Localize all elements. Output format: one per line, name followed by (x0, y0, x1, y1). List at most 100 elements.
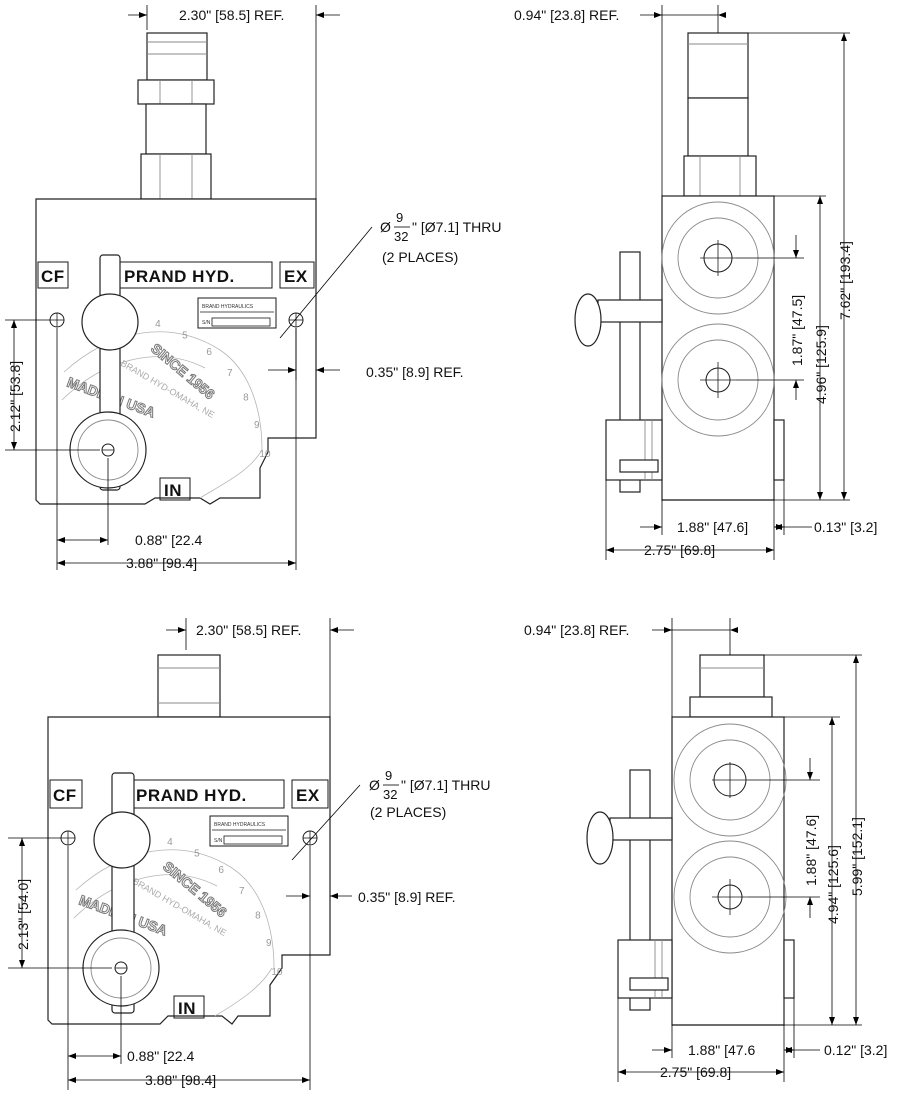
ex-text: EX (284, 267, 308, 286)
svg-text:4.96" [125.9]: 4.96" [125.9] (813, 325, 829, 404)
dim-port-spacing: 1.87" [47.5] (736, 235, 805, 400)
dim-lever-offset-bottom: 1.88" [47.6 (652, 1025, 792, 1058)
fitting-bottom (157, 654, 221, 718)
svg-text:1.87" [47.5]: 1.87" [47.5] (789, 295, 805, 366)
svg-text:Ø: Ø (380, 219, 391, 235)
dim-offset: 0.88" [22.4 (56, 328, 202, 570)
mount-hole-left-bottom (60, 830, 76, 846)
dim-depth-bottom: 2.75" [69.8] (617, 998, 785, 1082)
svg-text:2.30" [58.5] REF.: 2.30" [58.5] REF. (196, 622, 301, 638)
svg-text:S/N: S/N (202, 320, 211, 326)
svg-text:0.88" [22.4: 0.88" [22.4 (135, 532, 202, 548)
dim-width-bottom: 3.88" [98.4] (68, 906, 311, 1090)
svg-text:0.13" [3.2]: 0.13" [3.2] (814, 519, 877, 535)
svg-text:IN: IN (178, 999, 196, 1018)
dim-hole-callout: Ø 9 32 " [Ø7.1] THRU (2 PLACES) (279, 210, 502, 339)
svg-text:32: 32 (383, 787, 397, 802)
svg-text:" [Ø7.1] THRU: " [Ø7.1] THRU (401, 777, 491, 793)
scale-digit: 10 (271, 967, 283, 978)
svg-text:" [Ø7.1] THRU: " [Ø7.1] THRU (412, 219, 502, 235)
svg-text:1.88" [47.6]: 1.88" [47.6] (803, 815, 819, 886)
svg-text:PRAND HYD.: PRAND HYD. (136, 786, 247, 805)
dim-hole-callout-bottom: Ø 9 32 " [Ø7.1] THRU (2 PLACES) (291, 768, 491, 861)
svg-text:0.94" [23.8] REF.: 0.94" [23.8] REF. (524, 622, 629, 638)
svg-text:9: 9 (385, 768, 392, 783)
dim-width: 3.88" [98.4] (57, 328, 297, 571)
dim-depth: 2.75" [69.8] (605, 480, 775, 560)
dim-edge-ref-bottom: 0.35" [8.9] REF. (286, 846, 456, 906)
dim-ref-width-bottom: 2.30" [58.5] REF. (166, 618, 354, 717)
fitting-side-bottom (689, 654, 773, 718)
dim-port-height-bottom: 4.94" [125.6] (672, 716, 862, 1026)
dim-thickness: 0.13" [3.2] (774, 480, 877, 535)
svg-text:EX: EX (296, 786, 320, 805)
dim-height-bottom: 2.13" [54.0] (8, 837, 112, 969)
nameplate-bottom: BRAND HYDRAULICS S/N (209, 815, 289, 847)
scale-digit: 4 (167, 837, 173, 848)
fitting-top (137, 32, 215, 200)
side-view-top: 0.94" [23.8] REF. 1.87" [47.5] 4.96" [12… (514, 5, 877, 560)
svg-text:1.88" [47.6]: 1.88" [47.6] (677, 519, 748, 535)
cf-text: CF (41, 267, 65, 286)
svg-text:BRAND HYDRAULICS: BRAND HYDRAULICS (202, 304, 254, 310)
dim-side-ref: 0.94" [23.8] REF. (514, 5, 726, 196)
in-text: IN (164, 481, 182, 500)
svg-text:0.88" [22.4: 0.88" [22.4 (127, 1048, 194, 1064)
svg-text:32: 32 (394, 229, 408, 244)
front-view-bottom: CF PRAND HYD. EX IN BRAND HYDRAULICS S/N… (8, 618, 491, 1090)
svg-text:S/N: S/N (214, 838, 223, 844)
dim-ref-width: 2.30" [58.5] REF. (128, 5, 340, 199)
svg-text:0.35" [8.9] REF.: 0.35" [8.9] REF. (358, 889, 456, 905)
dim-port-spacing-bottom: 1.88" [47.6] (748, 758, 820, 918)
label-ex-bottom: EX (291, 779, 329, 809)
label-in: IN (159, 477, 191, 501)
svg-text:CF: CF (53, 786, 77, 805)
svg-text:7.62" [193.4]: 7.62" [193.4] (837, 241, 853, 320)
svg-text:2.12" [53.8]: 2.12" [53.8] (7, 361, 23, 432)
scale-digit: 7 (227, 368, 233, 379)
svg-text:(2 PLACES): (2 PLACES) (382, 249, 458, 265)
label-in-bottom: IN (173, 995, 205, 1019)
svg-text:2.75" [69.8]: 2.75" [69.8] (660, 1064, 731, 1080)
svg-text:2.13" [54.0]: 2.13" [54.0] (15, 879, 31, 950)
svg-text:0.94" [23.8] REF.: 0.94" [23.8] REF. (514, 7, 619, 23)
dim-thickness-bottom: 0.12" [3.2] (784, 998, 887, 1058)
svg-text:0.12" [3.2]: 0.12" [3.2] (824, 1042, 887, 1058)
svg-text:Ø: Ø (369, 777, 380, 793)
side-body-bottom (671, 716, 785, 1026)
lever (69, 254, 147, 491)
mount-hole-left (49, 312, 65, 328)
dim-text: 2.30" [58.5] REF. (179, 7, 284, 23)
nameplate: BRAND HYDRAULICS S/N (197, 297, 277, 329)
scale-digit: 10 (259, 449, 271, 460)
scale-digit: 8 (255, 911, 261, 922)
label-cf-bottom: CF (49, 779, 83, 809)
scale-digit: 9 (254, 420, 260, 431)
mount-hole-right-bottom (302, 830, 318, 846)
scale-digit: 9 (266, 938, 272, 949)
svg-text:(2 PLACES): (2 PLACES) (370, 804, 446, 820)
svg-text:1.88" [47.6: 1.88" [47.6 (688, 1042, 755, 1058)
dim-side-ref-bottom: 0.94" [23.8] REF. (524, 618, 738, 717)
side-lever-bottom (586, 769, 795, 1011)
svg-text:4.94" [125.6]: 4.94" [125.6] (825, 845, 841, 924)
brand-text: PRAND HYD. (124, 267, 235, 286)
svg-text:3.88" [98.4]: 3.88" [98.4] (126, 555, 197, 571)
scale-digit: 7 (239, 886, 245, 897)
dim-height: 2.12" [53.8] (5, 319, 100, 451)
scale-digit: 5 (182, 331, 188, 342)
svg-text:5.99" [152.1]: 5.99" [152.1] (849, 817, 865, 896)
dim-offset-bottom: 0.88" [22.4 (67, 846, 194, 1090)
svg-text:9: 9 (396, 210, 403, 225)
side-view-bottom: 0.94" [23.8] REF. 1.88" [47.6] 4.94" [12… (524, 618, 887, 1082)
svg-text:0.35" [8.9] REF.: 0.35" [8.9] REF. (366, 364, 464, 380)
dim-port-height: 4.96" [125.9] (662, 195, 850, 501)
label-cf: CF (37, 261, 69, 289)
dim-lever-offset: 1.88" [47.6] (640, 500, 782, 535)
scale-digit: 5 (194, 849, 200, 860)
side-lever (574, 251, 785, 493)
front-view-top: CF PRAND HYD. EX IN BRAND HYDRAULICS S/N… (5, 5, 502, 571)
scale-digit: 6 (206, 347, 212, 358)
scale-digit: 8 (243, 393, 249, 404)
